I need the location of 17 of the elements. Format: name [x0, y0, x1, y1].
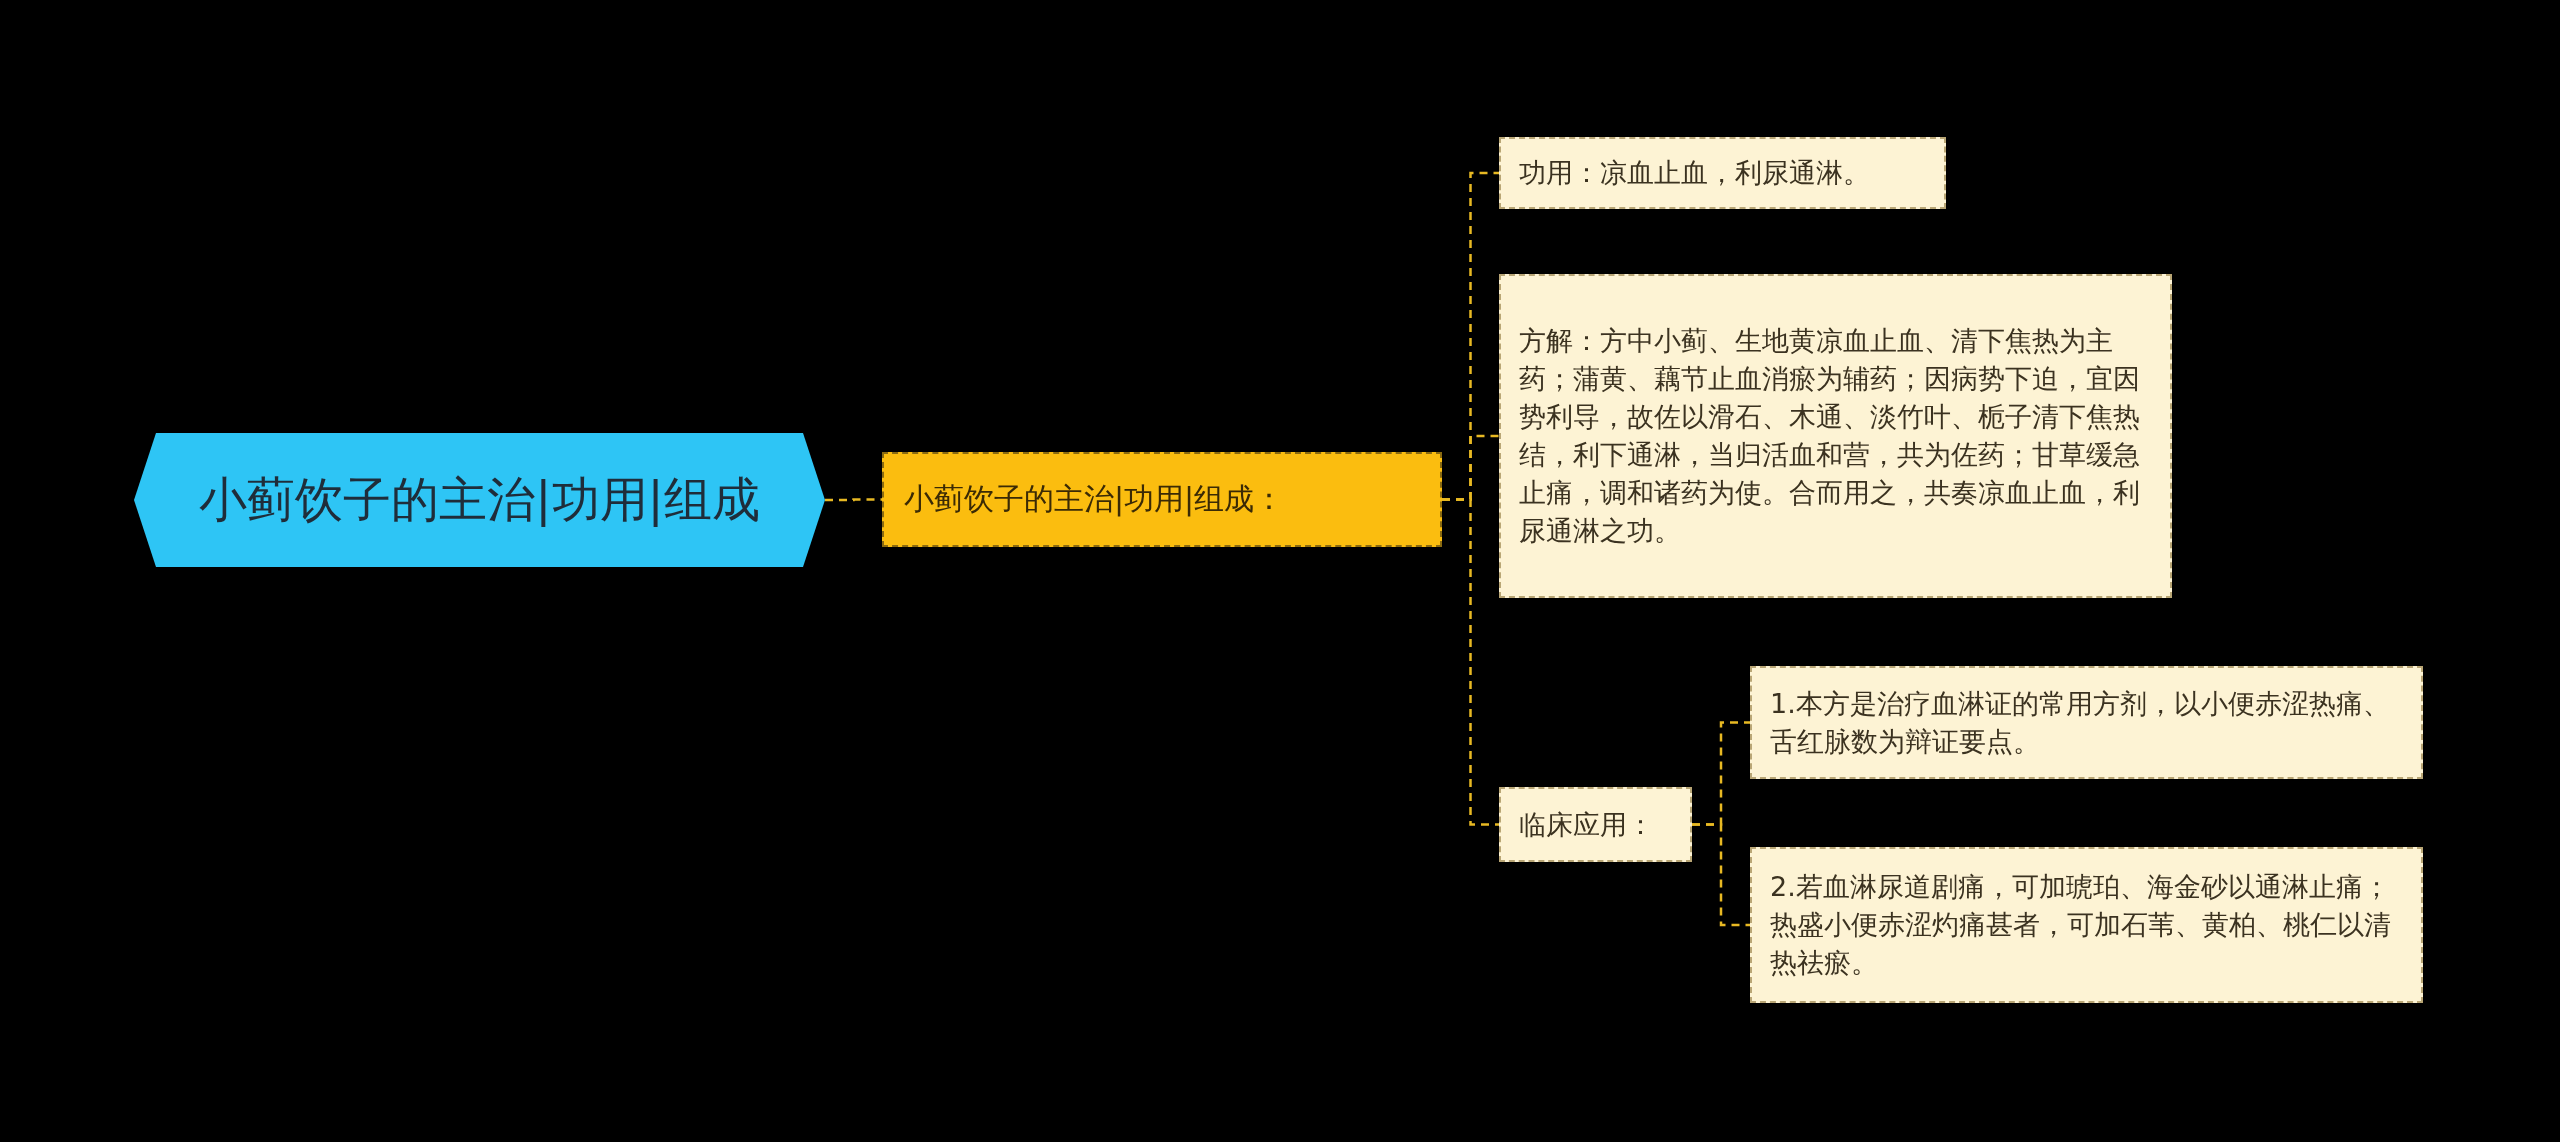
- connector-line: [1442, 498, 1499, 826]
- connector-line: [1692, 823, 1750, 927]
- subtopic-box: [1750, 666, 2423, 779]
- topic-text: 1.本方是治疗血淋证的常用方剂，以小便赤涩热痛、舌红脉数为辩证要点。: [1770, 686, 2391, 759]
- topic-text: 小蓟饮子的主治|功用|组成：: [904, 480, 1285, 519]
- topic-text: 功用：凉血止血，利尿通淋。: [1519, 156, 1870, 190]
- topic-text: 方解：方中小蓟、生地黄凉血止血、清下焦热为主药；蒲黄、藕节止血消瘀为辅药；因病势下迫，宜因势利导，故佐以滑石、木通、淡竹叶、栀子清下焦热结，利下通淋，当归活血和营，共为佐药；甘草缓急止痛，调和诸药为使。合而用之，共奏凉血止血，利尿通淋之功。: [1519, 324, 2141, 548]
- topic-text: 小蓟饮子的主治|功用|组成: [199, 470, 760, 529]
- subtopic-box: [1499, 274, 2172, 598]
- subtopic-box: [1750, 847, 2423, 1003]
- subtopic-box: [1499, 787, 1692, 862]
- topic-text: 2.若血淋尿道剧痛，可加琥珀、海金砂以通淋止痛；热盛小便赤涩灼痛甚者，可加石苇、黄柏、桃仁以清热祛瘀。: [1770, 870, 2392, 980]
- topic-text: 临床应用：: [1519, 807, 1654, 842]
- connector-line: [825, 498, 882, 502]
- topic-box: [882, 452, 1442, 547]
- subtopic-box: [1499, 137, 1946, 209]
- central-topic: [134, 433, 825, 567]
